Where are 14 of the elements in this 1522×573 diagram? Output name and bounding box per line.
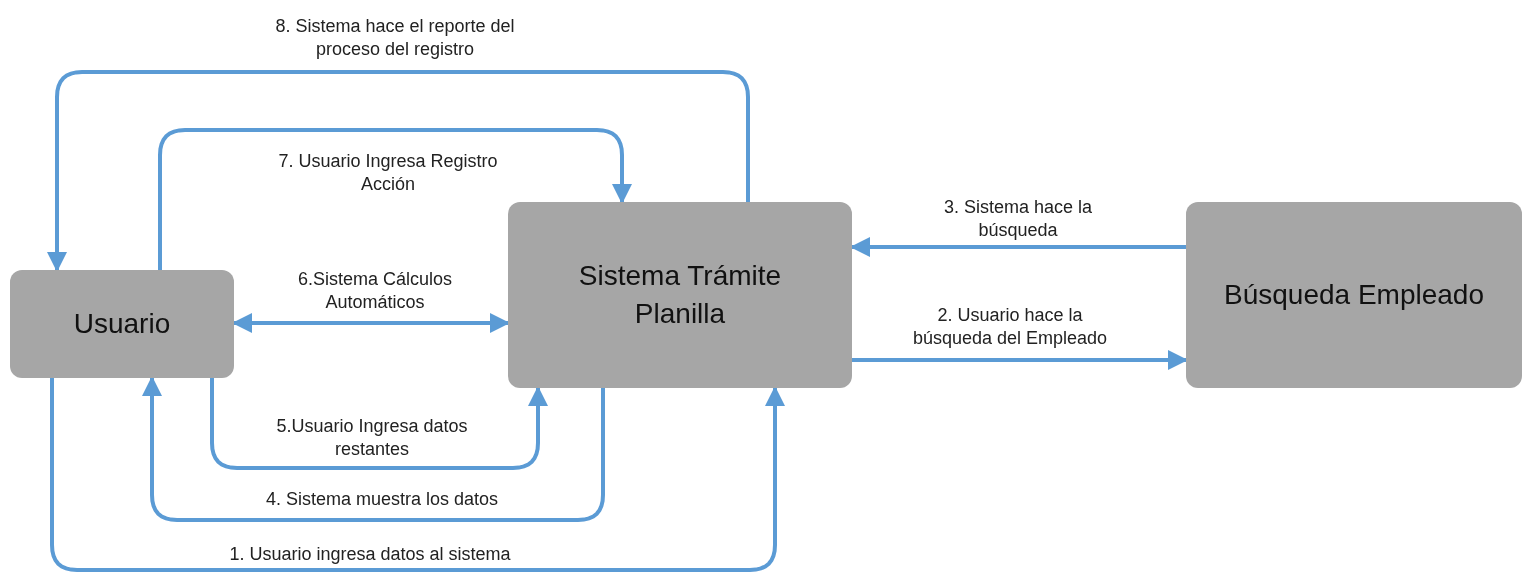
arrow bbox=[232, 313, 510, 333]
arrow bbox=[158, 128, 632, 270]
arrow bbox=[142, 376, 605, 522]
arrow bbox=[210, 378, 548, 470]
arrow bbox=[850, 237, 1186, 257]
arrow bbox=[50, 378, 785, 572]
node-label: Sistema Trámite Planilla bbox=[577, 259, 783, 331]
process-box bbox=[10, 270, 234, 378]
arrow bbox=[852, 350, 1188, 370]
process-box bbox=[508, 202, 852, 388]
node-label: Búsqueda Empleado bbox=[1224, 278, 1484, 313]
node-label: Usuario bbox=[73, 307, 171, 342]
arrow bbox=[47, 70, 750, 272]
process-box bbox=[1186, 202, 1522, 388]
